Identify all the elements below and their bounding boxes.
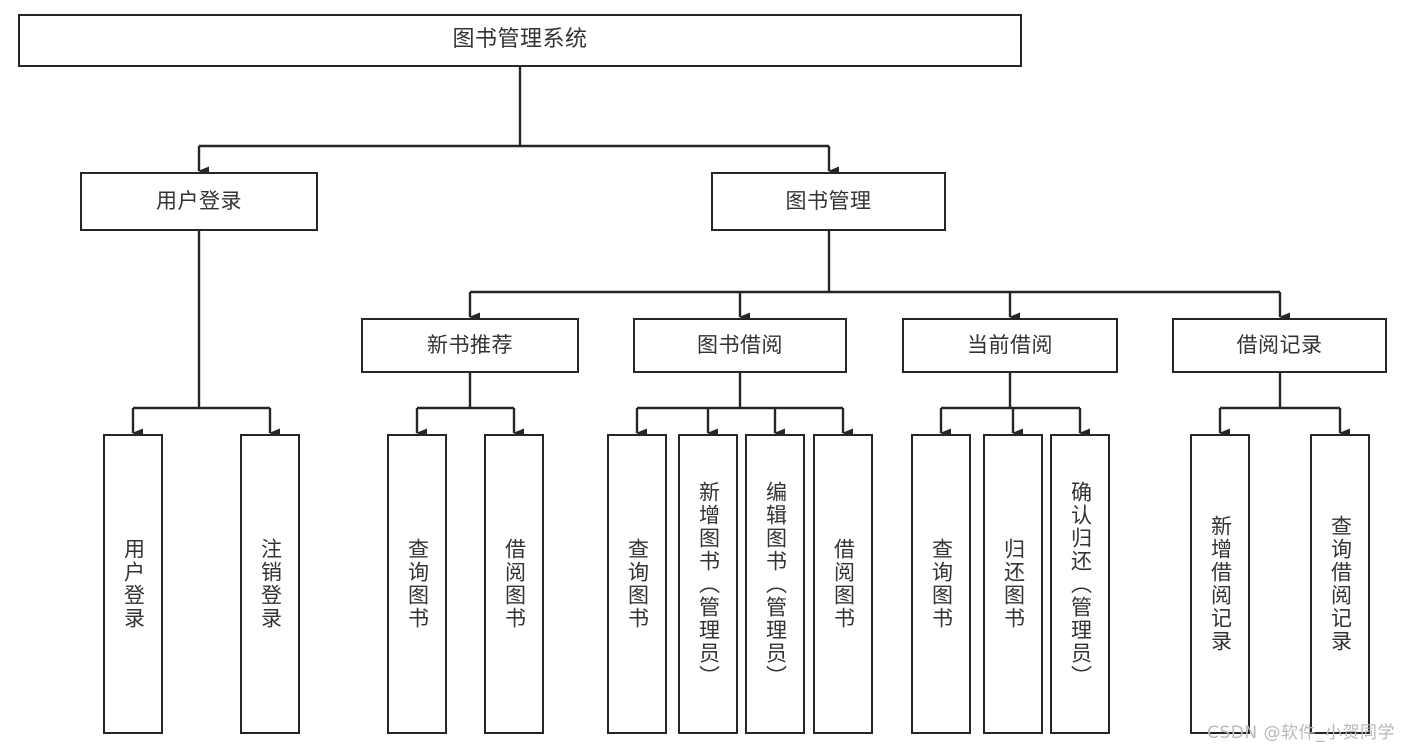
node-label-leaf-query-book-a: 查询图书: [405, 538, 430, 630]
node-leaf-query-book-c[interactable]: 查询图书: [911, 434, 971, 734]
node-label-leaf-user-login: 用户登录: [121, 538, 146, 630]
node-user-login[interactable]: 用户登录: [80, 172, 318, 231]
node-label-leaf-query-book-c: 查询图书: [929, 538, 954, 630]
node-label-book-borrow: 图书借阅: [697, 332, 783, 357]
node-label-leaf-return-book: 归还图书: [1001, 538, 1026, 630]
node-borrow-record[interactable]: 借阅记录: [1172, 318, 1387, 373]
node-label-book-manage: 图书管理: [785, 188, 872, 213]
node-leaf-confirm-return[interactable]: 确认归还（管理员）: [1050, 434, 1110, 734]
node-current-borrow[interactable]: 当前借阅: [902, 318, 1118, 373]
node-label-root: 图书管理系统: [452, 27, 588, 53]
node-label-leaf-query-book-b: 查询图书: [625, 538, 650, 630]
node-label-leaf-confirm-return: 确认归还（管理员）: [1068, 480, 1093, 688]
node-leaf-borrow-book-a[interactable]: 借阅图书: [484, 434, 544, 734]
node-leaf-user-logout[interactable]: 注销登录: [240, 434, 300, 734]
node-root[interactable]: 图书管理系统: [18, 14, 1022, 67]
node-label-leaf-user-logout: 注销登录: [258, 538, 283, 630]
node-label-user-login: 用户登录: [156, 188, 242, 213]
node-label-borrow-record: 借阅记录: [1236, 332, 1323, 357]
node-leaf-user-login[interactable]: 用户登录: [103, 434, 163, 734]
node-label-leaf-add-book: 新增图书（管理员）: [696, 480, 721, 688]
node-leaf-query-book-a[interactable]: 查询图书: [387, 434, 447, 734]
node-new-book-rec[interactable]: 新书推荐: [361, 318, 579, 373]
node-book-manage[interactable]: 图书管理: [711, 172, 946, 231]
node-leaf-add-record[interactable]: 新增借阅记录: [1190, 434, 1250, 734]
node-label-leaf-add-record: 新增借阅记录: [1208, 515, 1233, 653]
node-leaf-edit-book[interactable]: 编辑图书（管理员）: [745, 434, 805, 734]
node-book-borrow[interactable]: 图书借阅: [633, 318, 847, 373]
node-leaf-add-book[interactable]: 新增图书（管理员）: [678, 434, 738, 734]
node-label-leaf-query-record: 查询借阅记录: [1328, 515, 1353, 653]
node-leaf-query-book-b[interactable]: 查询图书: [607, 434, 667, 734]
node-leaf-return-book[interactable]: 归还图书: [983, 434, 1043, 734]
node-label-leaf-borrow-book-a: 借阅图书: [502, 538, 527, 630]
node-leaf-query-record[interactable]: 查询借阅记录: [1310, 434, 1370, 734]
node-label-leaf-edit-book: 编辑图书（管理员）: [763, 480, 788, 688]
node-label-new-book-rec: 新书推荐: [427, 332, 513, 357]
node-label-current-borrow: 当前借阅: [967, 332, 1053, 357]
node-label-leaf-borrow-book-b: 借阅图书: [831, 538, 856, 630]
node-leaf-borrow-book-b[interactable]: 借阅图书: [813, 434, 873, 734]
